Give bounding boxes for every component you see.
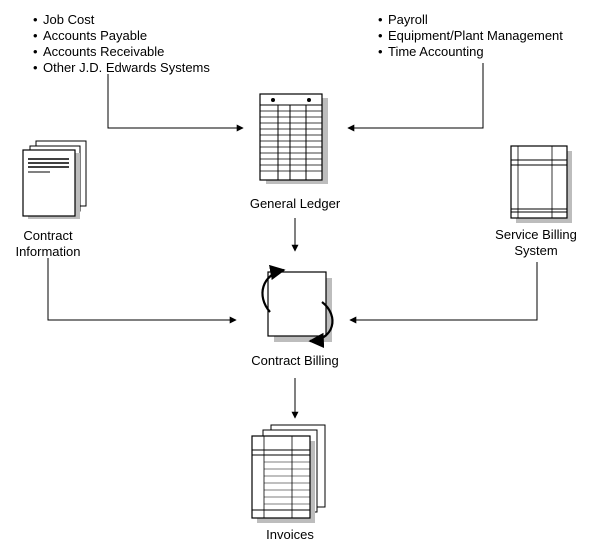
- arrow-left-sources-to-ledger: [107, 74, 244, 132]
- service-billing-label: Service Billing System: [495, 227, 577, 258]
- invoices-icon: [251, 424, 326, 523]
- general-ledger-label: General Ledger: [249, 196, 341, 211]
- invoices-label: Invoices: [266, 527, 314, 542]
- source-other-jde-systems: Other J.D. Edwards Systems: [33, 60, 210, 76]
- contract-billing-label: Contract Billing: [251, 353, 339, 368]
- contract-information-label: Contract Information: [15, 228, 81, 259]
- left-source-list: Job Cost Accounts Payable Accounts Recei…: [33, 12, 210, 76]
- arrow-service-billing-to-billing: [349, 262, 538, 324]
- arrow-right-sources-to-ledger: [347, 63, 484, 132]
- contract-information-icon: [22, 140, 87, 219]
- source-payroll: Payroll: [378, 12, 563, 28]
- source-job-cost: Job Cost: [33, 12, 210, 28]
- source-accounts-receivable: Accounts Receivable: [33, 44, 210, 60]
- source-equipment-plant-management: Equipment/Plant Management: [378, 28, 563, 44]
- general-ledger-icon: [259, 93, 328, 184]
- arrow-contract-info-to-billing: [47, 258, 237, 324]
- contract-billing-icon: [261, 264, 334, 349]
- source-time-accounting: Time Accounting: [378, 44, 563, 60]
- service-billing-icon: [510, 145, 572, 223]
- source-accounts-payable: Accounts Payable: [33, 28, 210, 44]
- right-source-list: Payroll Equipment/Plant Management Time …: [378, 12, 563, 60]
